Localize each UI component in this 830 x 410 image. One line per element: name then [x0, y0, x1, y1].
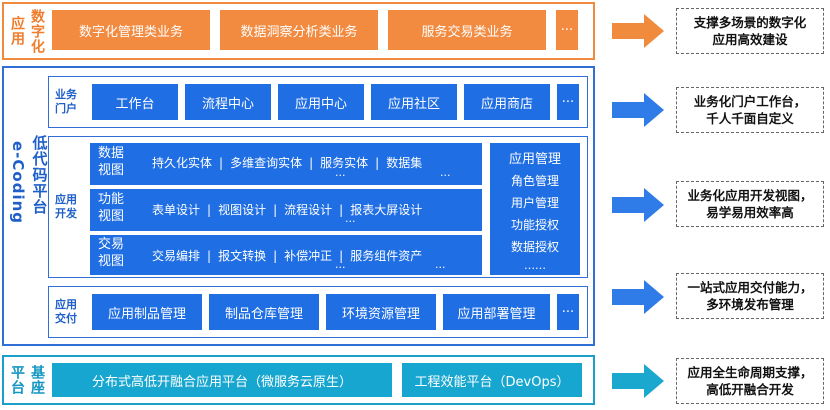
trade-view-items: 交易编排|报文转换|补偿冲正|服务组件资产	[152, 249, 423, 263]
artifact-mgmt-box[interactable]: 应用制品管理	[92, 294, 202, 330]
delivery-more-box[interactable]: ···	[557, 294, 579, 330]
data-view-box[interactable]	[90, 143, 482, 185]
report-screen-design[interactable]: 报表大屏设计	[350, 203, 423, 217]
benefit-2-text: 业务化门户工作台，千人千面自定义	[676, 87, 824, 133]
arrow-right-icon	[612, 188, 664, 222]
benefit-3-text: 业务化应用开发视图，易学易用效率高	[676, 181, 824, 227]
arrow-right-icon	[612, 93, 664, 127]
trade-view-ellipsis: ···	[335, 261, 346, 274]
base-platform-layer	[2, 355, 595, 405]
portal-app-center-box[interactable]: 应用中心	[278, 84, 364, 120]
portal-app-community-box[interactable]: 应用社区	[371, 84, 457, 120]
process-design[interactable]: 流程设计	[284, 203, 333, 217]
digital-app-layer	[2, 2, 595, 60]
function-view-items: 表单设计|视图设计|流程设计|报表大屏设计	[152, 203, 423, 217]
trade-view-ellipsis-2: ···	[435, 261, 446, 274]
role-mgmt[interactable]: 角色管理	[510, 174, 559, 188]
data-view-label: 数据视图	[97, 146, 124, 178]
data-view-ellipsis-2: ···	[440, 169, 451, 182]
portal-process-center-box[interactable]: 流程中心	[185, 84, 271, 120]
lowcode-platform-label: 低代码平台	[30, 135, 49, 215]
app-delivery-frame	[48, 286, 588, 338]
service-component-assets[interactable]: 服务组件资产	[350, 249, 423, 263]
benefit-1-text: 支撑多场景的数字化应用高效建设	[676, 8, 824, 54]
message-conversion[interactable]: 报文转换	[218, 249, 267, 263]
app-mgmt-box[interactable]: 应用管理 角色管理 用户管理 功能授权 数据授权 ……	[490, 143, 580, 275]
trade-view-label: 交易视图	[97, 237, 124, 269]
digital-mgmt-business-box[interactable]: 数字化管理类业务	[52, 10, 210, 50]
distributed-platform-box[interactable]: 分布式高低开融合应用平台（微服务云原生）	[52, 363, 392, 397]
app-dev-label: 应用开发	[55, 193, 77, 220]
app-dev-frame	[48, 136, 588, 278]
service-entity[interactable]: 服务实体	[320, 156, 369, 170]
lowcode-platform-layer	[2, 66, 595, 346]
data-view-items: 持久化实体|多维查询实体|服务实体|数据集	[152, 156, 423, 170]
business-portal-label: 业务门户	[55, 88, 77, 115]
data-auth[interactable]: 数据授权	[510, 240, 559, 254]
dataset[interactable]: 数据集	[386, 156, 423, 170]
app-deploy-mgmt-box[interactable]: 应用部署管理	[443, 294, 550, 330]
portal-more-box[interactable]: ···	[557, 84, 579, 120]
devops-platform-box[interactable]: 工程效能平台（DevOps）	[402, 363, 582, 397]
compensation-reversal[interactable]: 补偿冲正	[284, 249, 333, 263]
function-view-label: 功能视图	[97, 192, 124, 224]
trade-orchestration[interactable]: 交易编排	[152, 249, 201, 263]
trade-view-box[interactable]	[90, 235, 482, 275]
artifact-repo-mgmt-box[interactable]: 制品仓库管理	[209, 294, 319, 330]
business-portal-frame	[48, 76, 588, 128]
form-design[interactable]: 表单设计	[152, 203, 201, 217]
arrow-right-icon	[612, 14, 664, 48]
base-platform-label: 基座平台	[9, 365, 45, 395]
function-view-box[interactable]	[90, 189, 482, 231]
arrow-right-icon	[612, 280, 664, 314]
data-insight-business-box[interactable]: 数据洞察分析类业务	[220, 10, 378, 50]
persistent-entity[interactable]: 持久化实体	[152, 156, 213, 170]
function-view-ellipsis: ···	[345, 215, 356, 228]
benefit-4-text: 一站式应用交付能力，多环境发布管理	[676, 273, 824, 319]
multidim-query-entity[interactable]: 多维查询实体	[230, 156, 303, 170]
row1-more-box[interactable]: ···	[556, 10, 578, 50]
arrow-right-icon	[612, 364, 664, 398]
digital-app-label: 数字化应用	[9, 8, 45, 54]
view-design[interactable]: 视图设计	[218, 203, 267, 217]
service-trade-business-box[interactable]: 服务交易类业务	[388, 10, 546, 50]
app-mgmt-more: ……	[524, 259, 546, 272]
benefit-5-text: 应用全生命周期支撑，高低开融合开发	[676, 358, 824, 404]
portal-app-store-box[interactable]: 应用商店	[464, 84, 550, 120]
env-resource-mgmt-box[interactable]: 环境资源管理	[326, 294, 436, 330]
portal-workbench-box[interactable]: 工作台	[92, 84, 178, 120]
function-auth[interactable]: 功能授权	[510, 218, 559, 232]
ecoding-label: e-Coding	[9, 141, 27, 225]
app-delivery-label: 应用交付	[55, 298, 77, 325]
app-mgmt-title: 应用管理	[508, 152, 561, 167]
user-mgmt[interactable]: 用户管理	[510, 196, 559, 210]
data-view-ellipsis: ···	[335, 169, 346, 182]
